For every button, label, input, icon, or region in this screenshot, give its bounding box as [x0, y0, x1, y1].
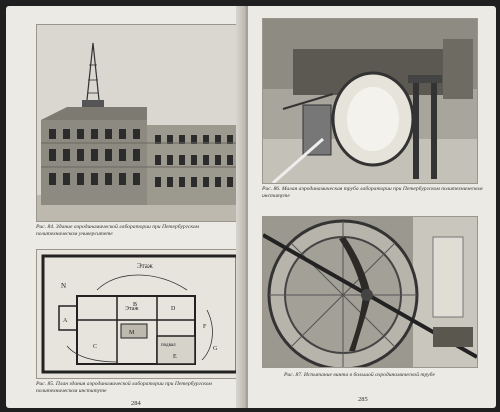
- figure-87-propeller-photo: [262, 216, 478, 368]
- plan-label-inner: Этаж: [125, 306, 139, 312]
- figure-86-caption: Рис. 86. Малая аэродинамическая труба ла…: [262, 186, 486, 200]
- plan-label-e: E: [173, 354, 177, 360]
- propeller-test-illustration: [263, 217, 477, 367]
- right-page: Рис. 86. Малая аэродинамическая труба ла…: [248, 6, 496, 408]
- plan-label-g: G: [213, 346, 218, 352]
- figure-85-caption-text: План здания аэродинамической лаборатории…: [36, 381, 212, 394]
- building-illustration: [37, 25, 239, 221]
- figure-84-building-photo: [36, 24, 240, 222]
- left-page-number: 284: [131, 400, 141, 407]
- plan-label-north: N: [61, 282, 66, 290]
- figure-85-floor-plan: Этаж Этаж N A B C D M E F подвал G: [36, 249, 244, 379]
- plan-label-top: Этаж: [137, 262, 153, 270]
- small-wind-tunnel-illustration: [263, 19, 477, 183]
- figure-87-caption: Рис. 87. Испытание винта в большой аэрод…: [284, 372, 484, 379]
- plan-label-basement: подвал: [161, 343, 176, 348]
- right-page-number: 285: [358, 396, 368, 403]
- plan-label-b: B: [133, 302, 137, 308]
- figure-86-caption-text: Малая аэродинамическая труба лаборатории…: [262, 186, 483, 199]
- figure-85-caption: Рис. 85. План здания аэродинамической ла…: [36, 381, 241, 395]
- figure-84-caption: Рис. 84. Здание аэродинамической лаборат…: [36, 224, 241, 238]
- left-page: Рис. 84. Здание аэродинамической лаборат…: [6, 6, 244, 408]
- plan-label-a: A: [63, 318, 68, 324]
- figure-87-caption-text: Испытание винта в большой аэродинамическ…: [303, 372, 435, 378]
- figure-87-number: Рис. 87.: [284, 372, 303, 378]
- plan-label-m: M: [129, 330, 135, 336]
- figure-86-number: Рис. 86.: [262, 186, 281, 192]
- figure-86-wind-tunnel-photo: [262, 18, 478, 184]
- plan-label-f: F: [203, 324, 207, 330]
- figure-84-caption-text: Здание аэродинамической лаборатории при …: [36, 224, 199, 237]
- figure-85-number: Рис. 85.: [36, 381, 55, 387]
- figure-84-number: Рис. 84.: [36, 224, 55, 230]
- plan-label-c: C: [93, 344, 97, 350]
- plan-label-d: D: [171, 306, 176, 312]
- floor-plan-drawing: Этаж Этаж N A B C D M E F подвал G: [41, 254, 239, 374]
